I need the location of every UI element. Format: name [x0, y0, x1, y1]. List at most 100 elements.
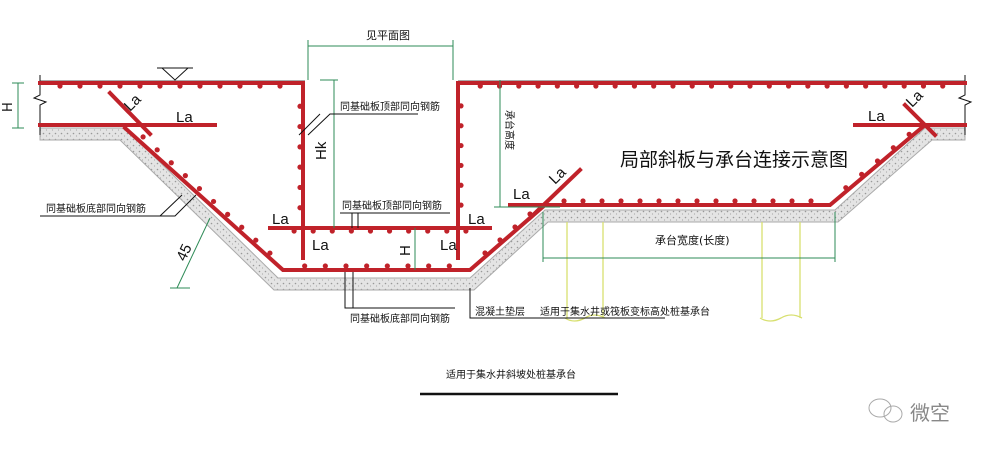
rebar-dot — [77, 83, 83, 89]
rebar-dot — [458, 142, 464, 149]
la-label: La — [121, 91, 145, 115]
top-rebar-label-2: 同基础板顶部同向钢筋 — [342, 199, 442, 212]
la-label: La — [513, 186, 530, 203]
leaders — [40, 113, 665, 396]
rebar-bottom-main — [122, 123, 967, 272]
rebar-dot — [689, 83, 695, 89]
rebar-dot — [302, 263, 308, 269]
rebar-dot — [329, 228, 335, 234]
rebar-dot — [405, 263, 411, 269]
rebar-dot — [482, 250, 488, 256]
rebar-dot — [651, 83, 657, 89]
rebar-la-cap-slope — [527, 167, 583, 221]
la-label: La — [312, 237, 329, 254]
rebar-dots — [57, 83, 946, 269]
rebar-dot — [805, 83, 811, 89]
rebar-dot — [446, 263, 452, 269]
rebar-dot — [406, 228, 412, 234]
rebar-dot — [210, 198, 217, 205]
rebar-dot — [297, 184, 303, 191]
rebar-dot — [297, 144, 303, 150]
rebar-dot — [322, 263, 328, 269]
rebar-dot — [386, 228, 393, 234]
rebar-dot — [593, 83, 599, 89]
rebar-dot — [297, 205, 303, 211]
rebar-dot — [770, 198, 776, 204]
rebar-dot — [253, 237, 259, 243]
concrete-cushion — [39, 127, 966, 291]
rebar-dot — [618, 198, 624, 204]
rebar-dot — [177, 83, 183, 89]
rebar-dot — [656, 198, 662, 204]
rebar-dot — [713, 198, 719, 204]
rebar-dot — [843, 83, 849, 89]
rebar-dot — [599, 198, 605, 204]
rebar-dot — [225, 211, 231, 217]
rebar-dot — [477, 83, 483, 89]
rebar-dot — [890, 145, 896, 151]
rebar-dot — [497, 237, 503, 243]
rebar-dot — [824, 83, 830, 89]
dimensions — [170, 40, 836, 289]
rebar-dot — [297, 164, 303, 170]
rebar-dot — [384, 263, 390, 269]
rebar-dot — [637, 198, 643, 204]
rebar-dot — [458, 202, 464, 208]
rebar-dot — [364, 263, 370, 269]
rebar-dot — [732, 198, 738, 204]
rebar-dot — [458, 182, 464, 188]
rebar-dot — [257, 83, 263, 89]
rebar-dot — [574, 83, 580, 89]
rebar-dot — [580, 198, 586, 204]
rebar-dot — [426, 263, 432, 269]
rebar-dot — [458, 103, 464, 109]
bottom-rebar-label-bottom: 同基础板底部同向钢筋 — [350, 312, 450, 325]
rebar-dot — [920, 83, 927, 89]
rebar-dot — [789, 198, 795, 204]
bottom-rebar-label-left: 同基础板底部同向钢筋 — [46, 202, 146, 215]
rebar-dot — [343, 263, 349, 269]
rebar-dot — [766, 83, 772, 89]
pile — [759, 222, 803, 322]
rebar-dot — [57, 83, 63, 89]
rebar-dot — [901, 83, 907, 89]
rebar-dot — [237, 83, 243, 89]
rebar-dot — [527, 211, 533, 217]
rebar-dot — [117, 83, 123, 89]
rebars — [38, 81, 967, 272]
break-mark-right — [957, 75, 973, 135]
cushion-label: 混凝土垫层 — [475, 305, 525, 318]
wechat-icon — [868, 398, 892, 418]
rebar-dot — [612, 83, 618, 89]
rebar-dot — [808, 198, 814, 204]
rebar-dot — [444, 228, 450, 234]
rebar-dot — [708, 83, 715, 89]
rebar-dot — [882, 83, 888, 89]
top-rebar-label-1: 同基础板顶部同向钢筋 — [340, 100, 440, 113]
rebar-dot — [277, 83, 283, 89]
rebar-dot — [197, 83, 203, 89]
la-label: La — [468, 211, 485, 228]
rebar-top-left — [38, 81, 305, 232]
rebar-dot — [154, 147, 160, 153]
rebar-dot — [751, 198, 757, 204]
level-symbol — [160, 67, 190, 81]
rebar-dot — [516, 83, 522, 89]
rebar-dot — [670, 83, 676, 89]
rebar-dot — [140, 134, 146, 140]
rebar-dot — [217, 83, 223, 89]
rebar-dot — [785, 83, 792, 89]
rebar-dot — [631, 83, 638, 89]
watermark — [868, 398, 903, 423]
caption: 适用于集水井斜坡处桩基承台 — [446, 368, 576, 381]
rebar-dot — [297, 103, 303, 109]
rebar-dot — [940, 83, 946, 89]
rebar-dot — [554, 83, 560, 89]
rebar-dot — [291, 228, 297, 234]
applicable-label: 适用于集水井或筏板变标高处桩基承台 — [540, 305, 710, 318]
rebar-dot — [458, 123, 464, 129]
rebar-dot — [182, 173, 188, 179]
rebar-dot — [297, 123, 303, 130]
la-label: La — [176, 109, 193, 126]
rebar-dot — [97, 83, 103, 89]
